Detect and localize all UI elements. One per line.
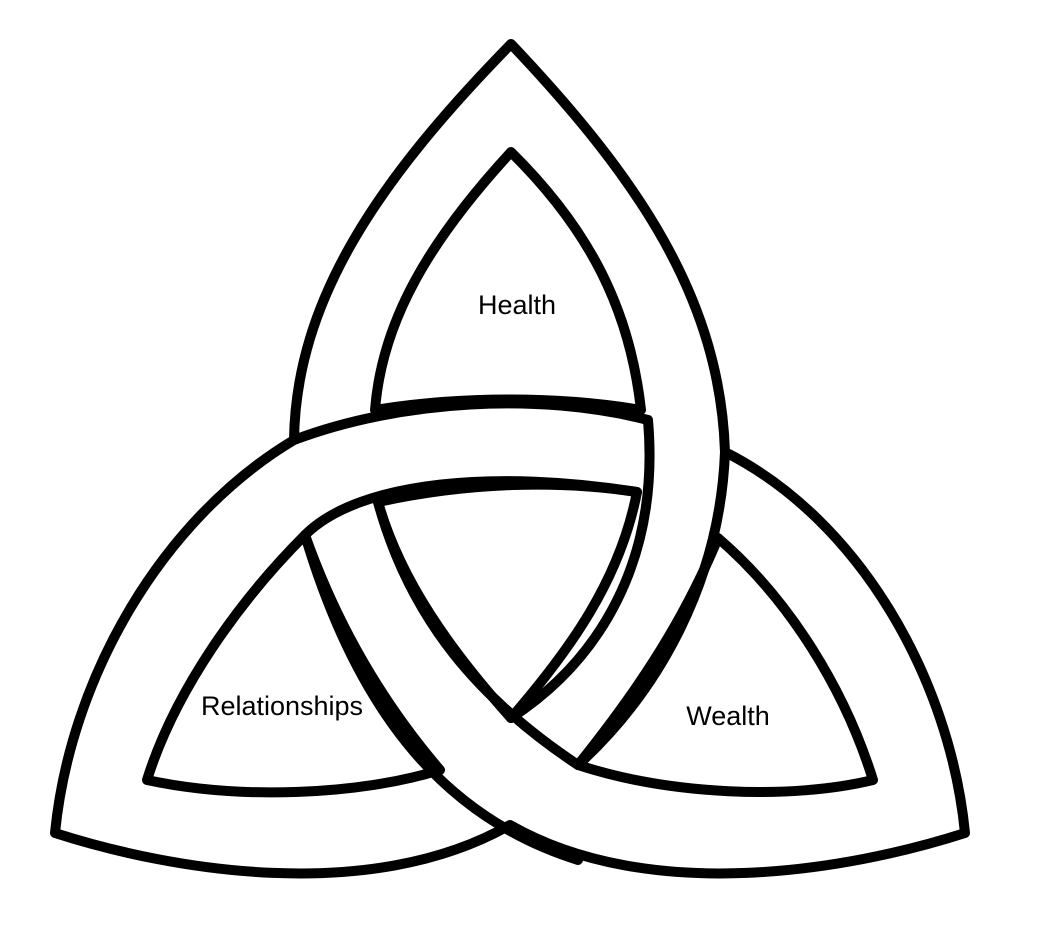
- band-arc-bottom-outer: [300, 530, 583, 865]
- band-arc-left-upper: [289, 398, 653, 445]
- band-arc-bottom-inner: [373, 497, 583, 770]
- label-health: Health: [478, 290, 556, 320]
- inner-lobe-relationships: [142, 530, 445, 798]
- label-relationships: Relationships: [201, 691, 363, 721]
- band-arc-right-outer: [506, 415, 655, 723]
- label-wealth: Wealth: [686, 701, 770, 731]
- band-arc-left-lower: [300, 476, 642, 540]
- band-arc-right-inner: [573, 447, 730, 770]
- inner-lobe-wealth: [573, 533, 878, 797]
